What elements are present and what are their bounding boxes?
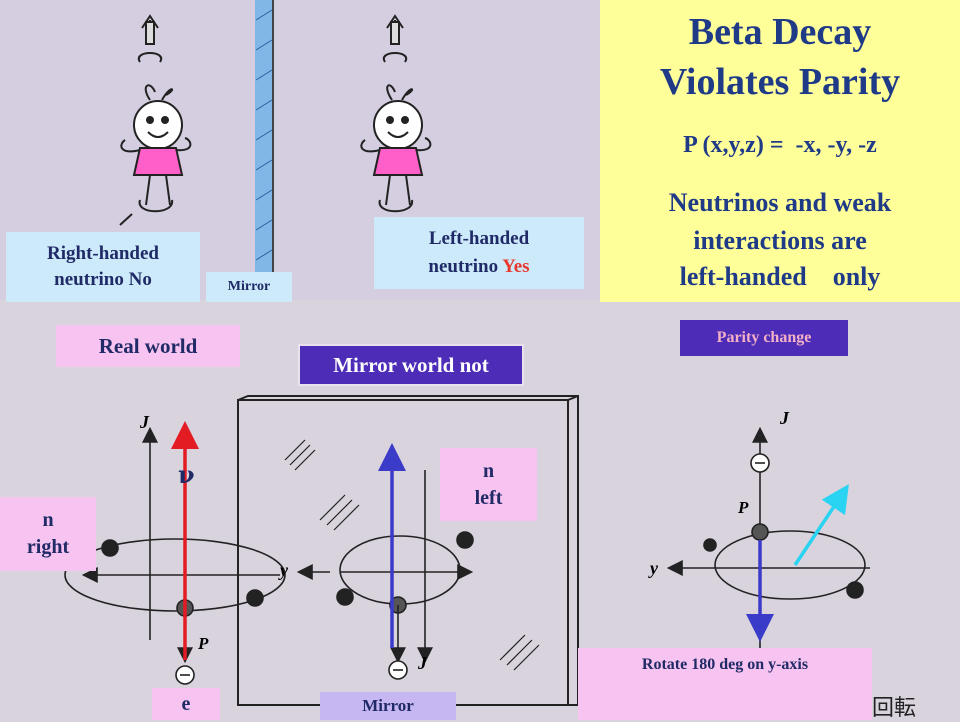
title-panel: Beta Decay Violates Parity P (x,y,z) = -…	[600, 0, 960, 302]
left-handed-figure	[360, 14, 432, 213]
n-right-label: n right	[0, 497, 96, 571]
parity-change-label: Parity change	[680, 320, 848, 356]
right-handed-line-1: Right-handed	[47, 243, 159, 264]
n-right-line-1: n	[42, 509, 54, 531]
n-left-line-1: n	[482, 459, 495, 482]
right-handed-line-2: neutrino No	[54, 269, 152, 290]
left-handed-label: Left-handed neutrino Yes	[374, 217, 584, 289]
yes-word: Yes	[502, 256, 530, 277]
mirror-world-diagram	[296, 470, 474, 680]
j-axis-label-mirror: J	[418, 653, 427, 673]
e-label: e	[152, 688, 220, 720]
n-left-line-2: left	[474, 486, 503, 509]
mirror-label-top: Mirror	[206, 272, 292, 302]
rotated-cyan-arrow	[793, 484, 849, 566]
mirror-panel	[237, 395, 579, 706]
p-label-rotated: P	[738, 498, 749, 517]
rotate-label: Rotate 180 deg on y-axis	[578, 648, 872, 720]
title-line-2: Violates Parity	[659, 61, 901, 103]
p-label-real: P	[198, 634, 209, 653]
right-handed-label: Right-handed neutrino No	[6, 232, 200, 302]
j-axis-label-real: J	[140, 412, 149, 432]
nu-symbol: ν	[178, 460, 195, 489]
j-axis-label-rotated: J	[780, 408, 789, 428]
y-axis-label-real: y	[280, 560, 288, 580]
left-handed-line-2: neutrino Yes	[428, 256, 530, 277]
mirror-label-bottom: Mirror	[320, 692, 456, 720]
mirror-strip	[255, 0, 274, 300]
rotated-diagram	[666, 426, 870, 650]
right-handed-figure	[119, 14, 192, 226]
title-line-1: Beta Decay	[688, 11, 872, 53]
n-left-label: n left	[440, 448, 537, 521]
kanji-rotate-text: 回転	[872, 696, 917, 721]
y-axis-label-rotated: y	[650, 558, 658, 578]
parity-formula: P (x,y,z) = -x, -y, -z	[683, 132, 877, 158]
n-right-line-2: right	[26, 536, 70, 558]
real-world-diagram	[64, 426, 286, 685]
note-line-2: interactions are	[693, 226, 867, 255]
mirror-world-label: Mirror world not	[298, 344, 524, 386]
real-world-label: Real world	[56, 325, 240, 367]
note-line-3: left-handed only	[679, 262, 881, 291]
note-line-1: Neutrinos and weak	[668, 188, 892, 217]
left-handed-line-1: Left-handed	[428, 228, 530, 249]
